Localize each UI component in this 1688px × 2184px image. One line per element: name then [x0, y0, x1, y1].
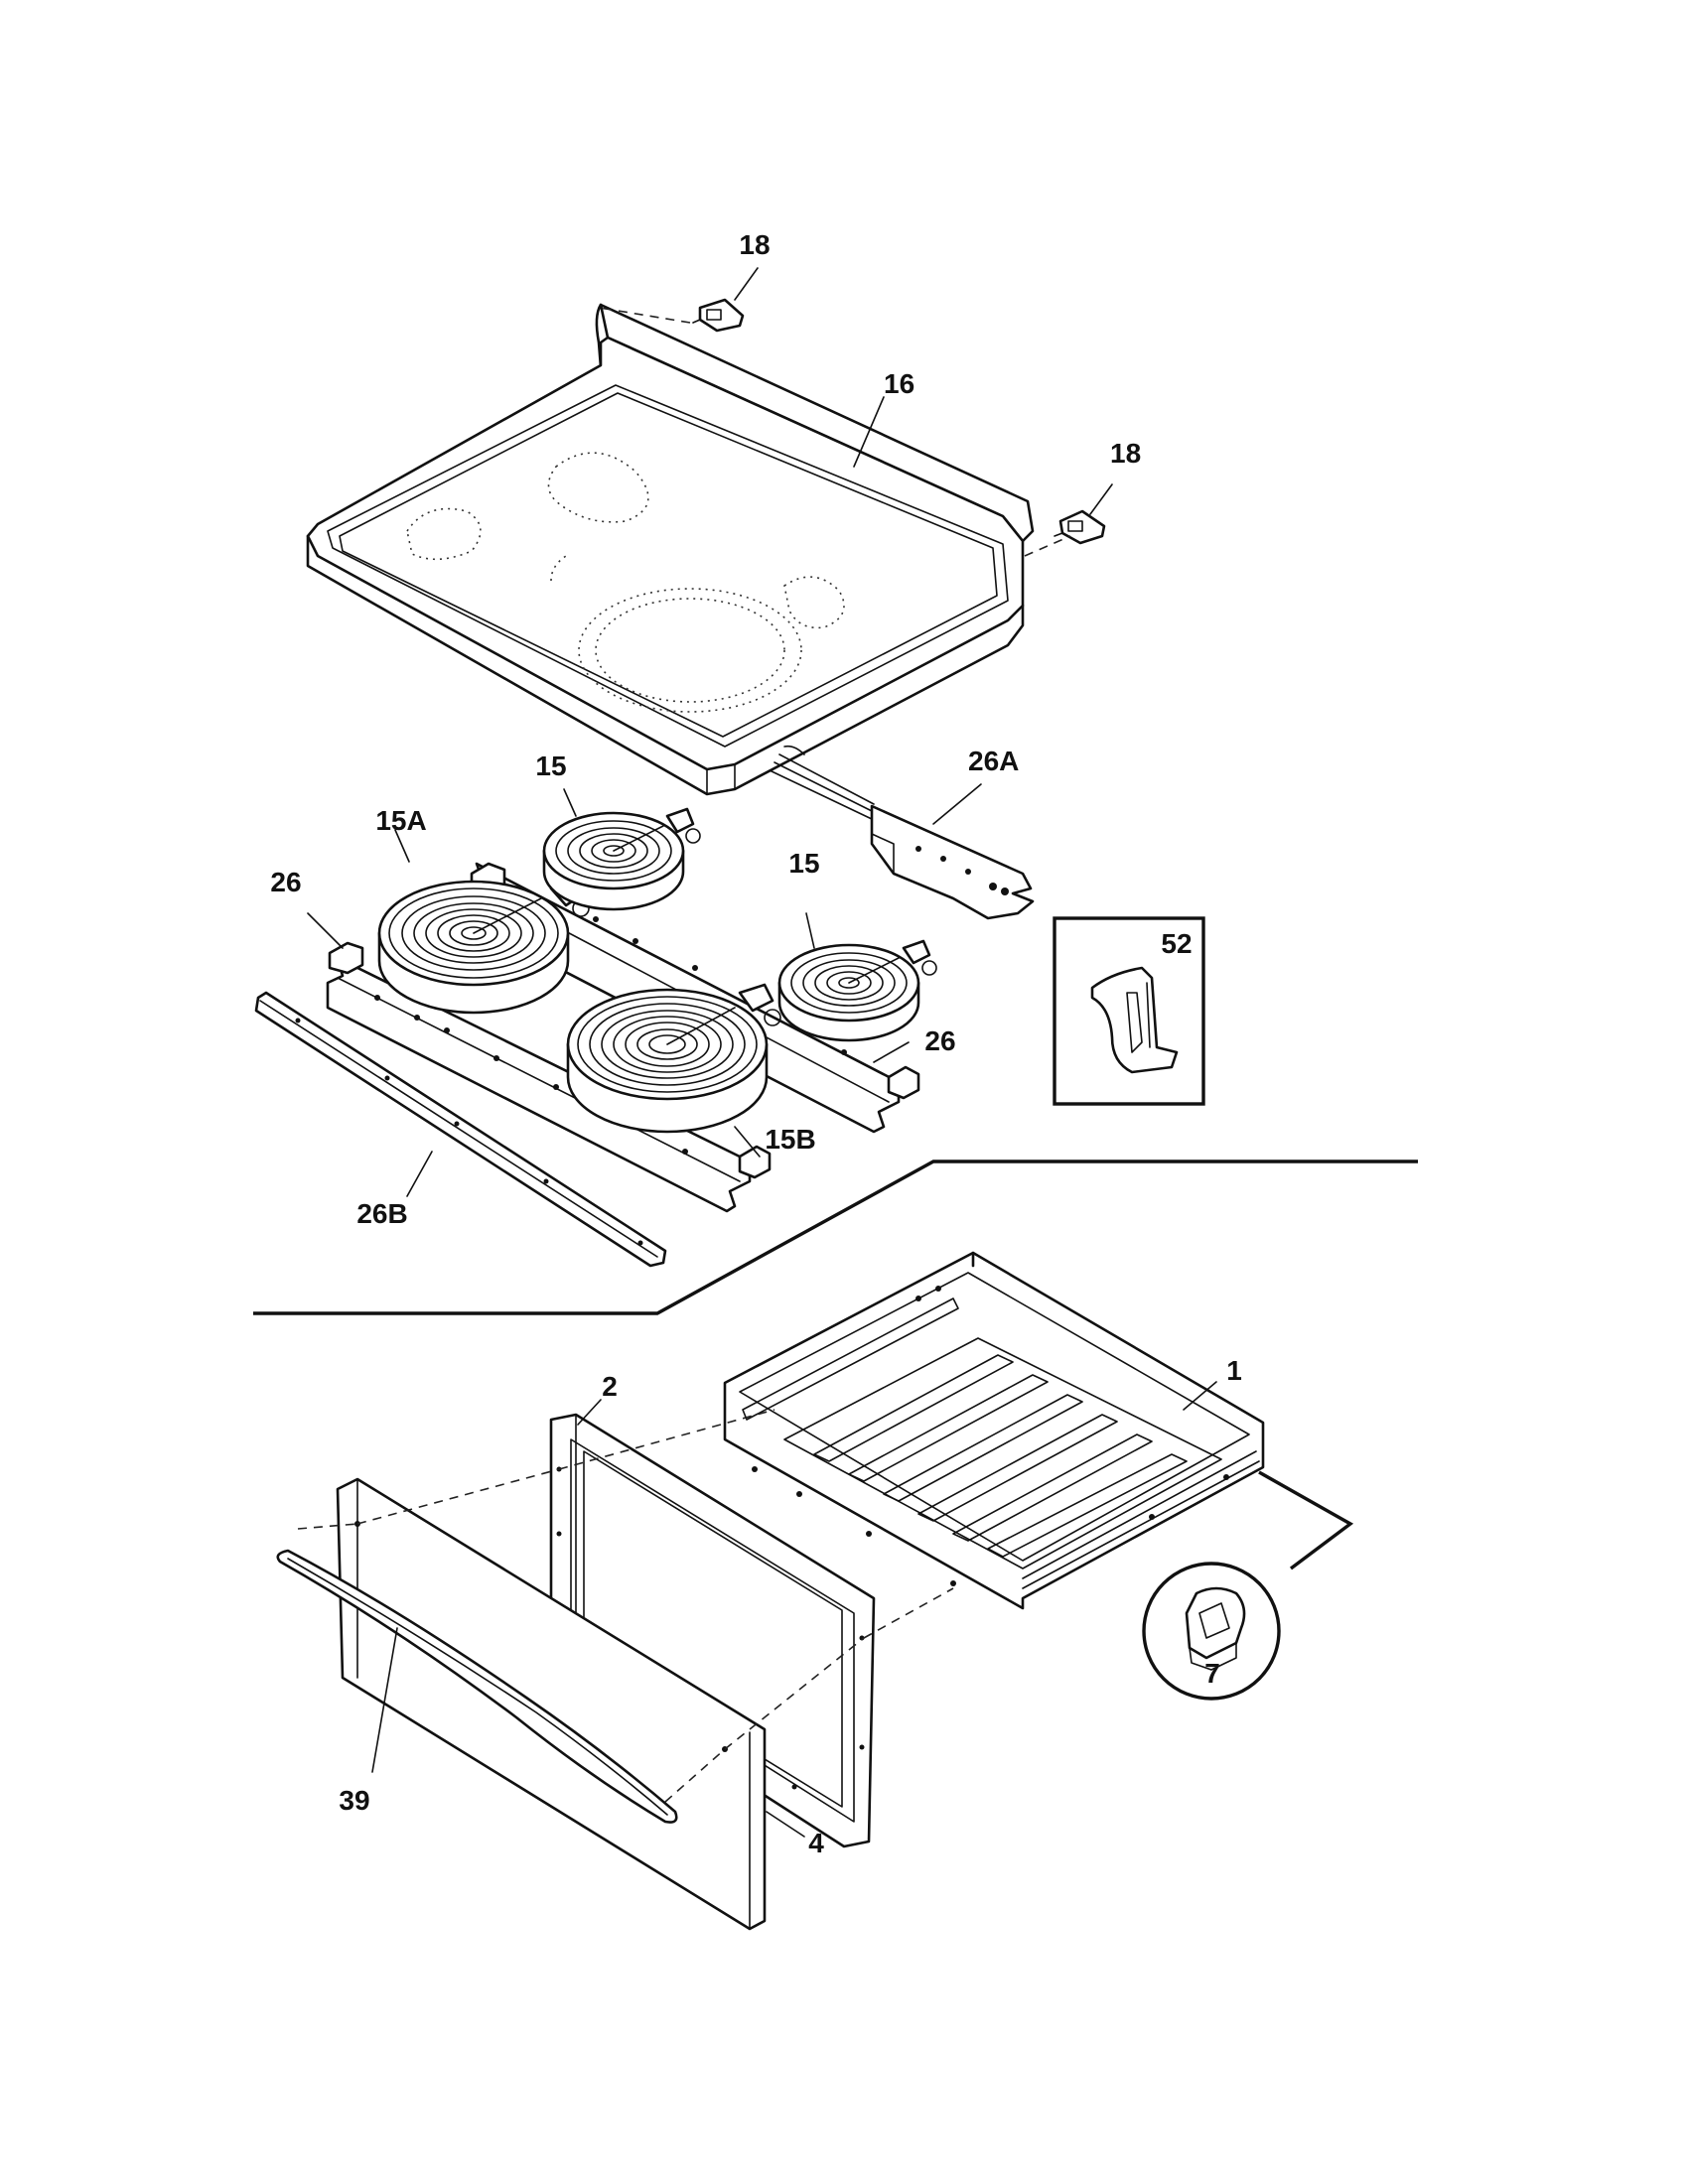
leader-39 [371, 1627, 398, 1773]
element-bracket-26-left [326, 941, 772, 1213]
drawer-handle-39 [276, 1549, 678, 1824]
leader-26A [932, 783, 982, 825]
radiant-element-15A [377, 877, 590, 1015]
callout-7: 7 [1204, 1658, 1220, 1689]
callout-26-left: 26 [270, 867, 301, 897]
inset-circle-7 [1142, 1470, 1354, 1701]
leader-15b [805, 912, 815, 949]
leader-1 [1183, 1381, 1217, 1411]
radiant-element-15B [566, 983, 781, 1134]
leader-4 [766, 1811, 805, 1838]
callout-26B: 26B [356, 1198, 407, 1229]
radiant-element-15-right [777, 939, 937, 1042]
callout-18-top: 18 [739, 229, 770, 260]
leader-26b [873, 1041, 910, 1063]
callout-1: 1 [1226, 1355, 1242, 1386]
leader-18b [1089, 483, 1113, 515]
callout-18-right: 18 [1110, 438, 1141, 469]
leader-15A [394, 829, 410, 863]
leader-2 [577, 1399, 602, 1426]
section-divider [253, 1160, 1418, 1315]
callout-15A: 15A [375, 805, 426, 836]
front-trim-26B [254, 991, 667, 1268]
retainer-clip-18-right [1054, 509, 1106, 545]
leader-18a [734, 267, 759, 301]
callout-52: 52 [1161, 928, 1192, 959]
retainer-clip-18-top [692, 298, 745, 333]
callout-2: 2 [602, 1371, 618, 1402]
callout-15-right: 15 [788, 848, 819, 879]
callout-39: 39 [339, 1785, 369, 1816]
callout-16: 16 [884, 368, 914, 399]
callout-4: 4 [808, 1828, 824, 1858]
assembly-dashed-lines [297, 1409, 954, 1803]
leader-26a [307, 912, 344, 949]
callout-15-top: 15 [535, 751, 566, 781]
leader-26B [406, 1151, 433, 1197]
inset-box-52 [1053, 916, 1205, 1106]
callout-26-right: 26 [924, 1025, 955, 1056]
leader-clip-right [1024, 535, 1071, 557]
leader-15a [563, 788, 577, 817]
leader-16 [853, 396, 885, 468]
radiant-element-15-top [542, 807, 701, 911]
terminal-block-26A [870, 804, 1035, 920]
leader-15B [734, 1126, 761, 1158]
drawer-body-1 [723, 1251, 1265, 1610]
callout-15B: 15B [765, 1124, 815, 1155]
cooktop-glass-16 [306, 303, 1035, 821]
callout-26A: 26A [968, 746, 1019, 776]
